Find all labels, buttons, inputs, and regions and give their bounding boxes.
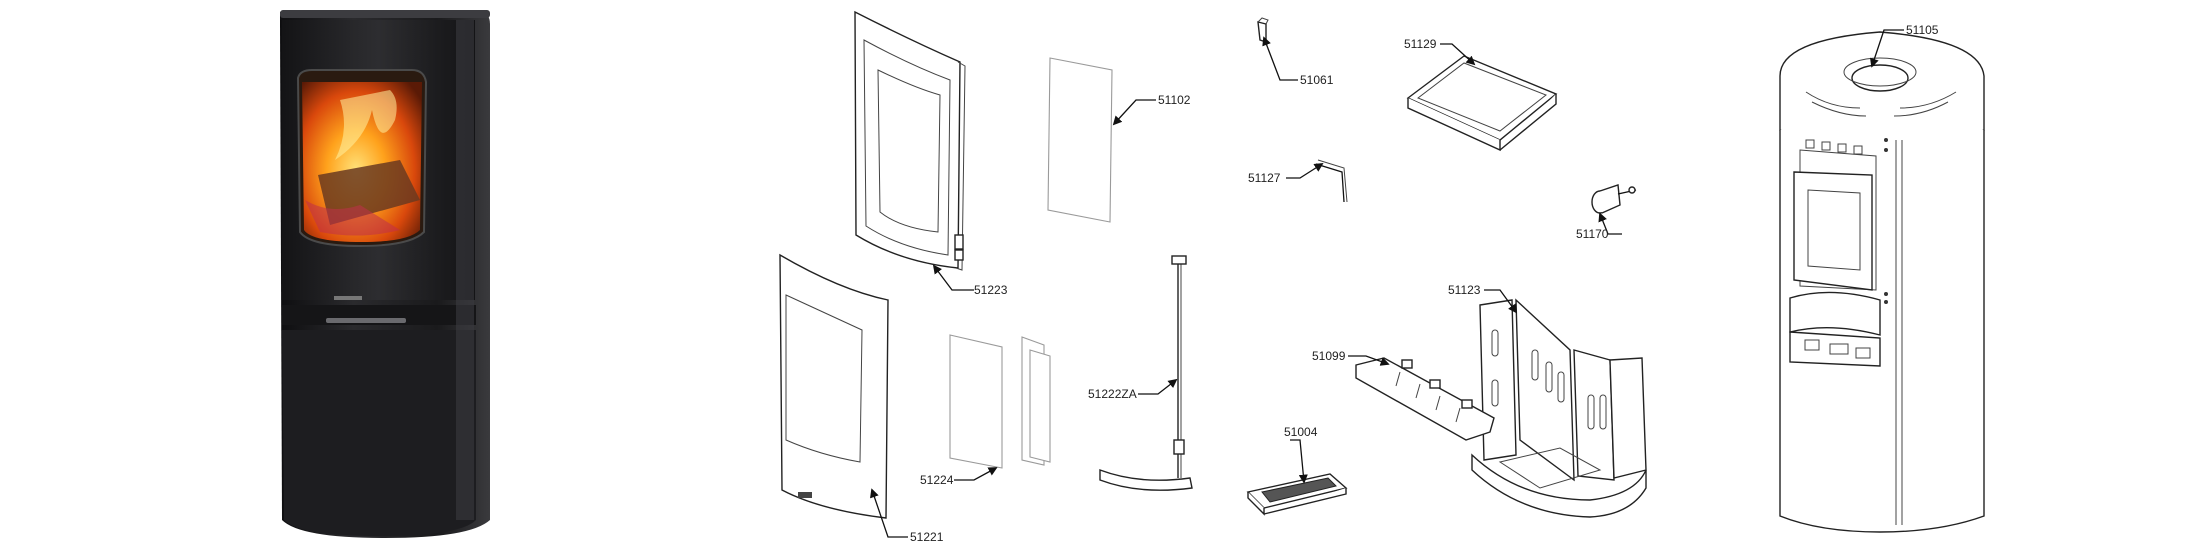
part-bent-rod [1315,159,1348,203]
arrow-leader-icon [870,29,1904,538]
part-glass-strip [949,334,1051,469]
part-clip [1257,17,1269,43]
part-grid-plate [1246,473,1348,516]
part-riddle-rod [1099,255,1193,491]
part-labels: 51223 51102 51221 51224 51222ZA 51061 51… [910,23,1939,544]
part-glass-panel [1047,57,1113,223]
label-51004: 51004 [1284,425,1318,439]
part-knob [1591,184,1637,214]
label-51170: 51170 [1576,227,1609,241]
label-51222ZA: 51222ZA [1088,387,1137,401]
label-51099: 51099 [1312,349,1346,363]
part-door-frame [854,10,966,271]
part-ash-tray [1406,55,1558,152]
stove-photo [280,10,490,538]
part-front-door [779,253,889,519]
label-51224: 51224 [920,473,954,487]
stove-outline-drawing [1779,31,1985,533]
part-firebox-liner [1471,298,1647,518]
label-51221: 51221 [910,530,944,544]
label-51105: 51105 [1906,23,1939,37]
label-51223: 51223 [974,283,1008,297]
label-51102: 51102 [1158,93,1191,107]
label-51129: 51129 [1404,37,1437,51]
part-grate-bar [1355,357,1495,441]
label-51127: 51127 [1248,171,1281,185]
label-51123: 51123 [1448,283,1481,297]
label-51061: 51061 [1300,73,1334,87]
